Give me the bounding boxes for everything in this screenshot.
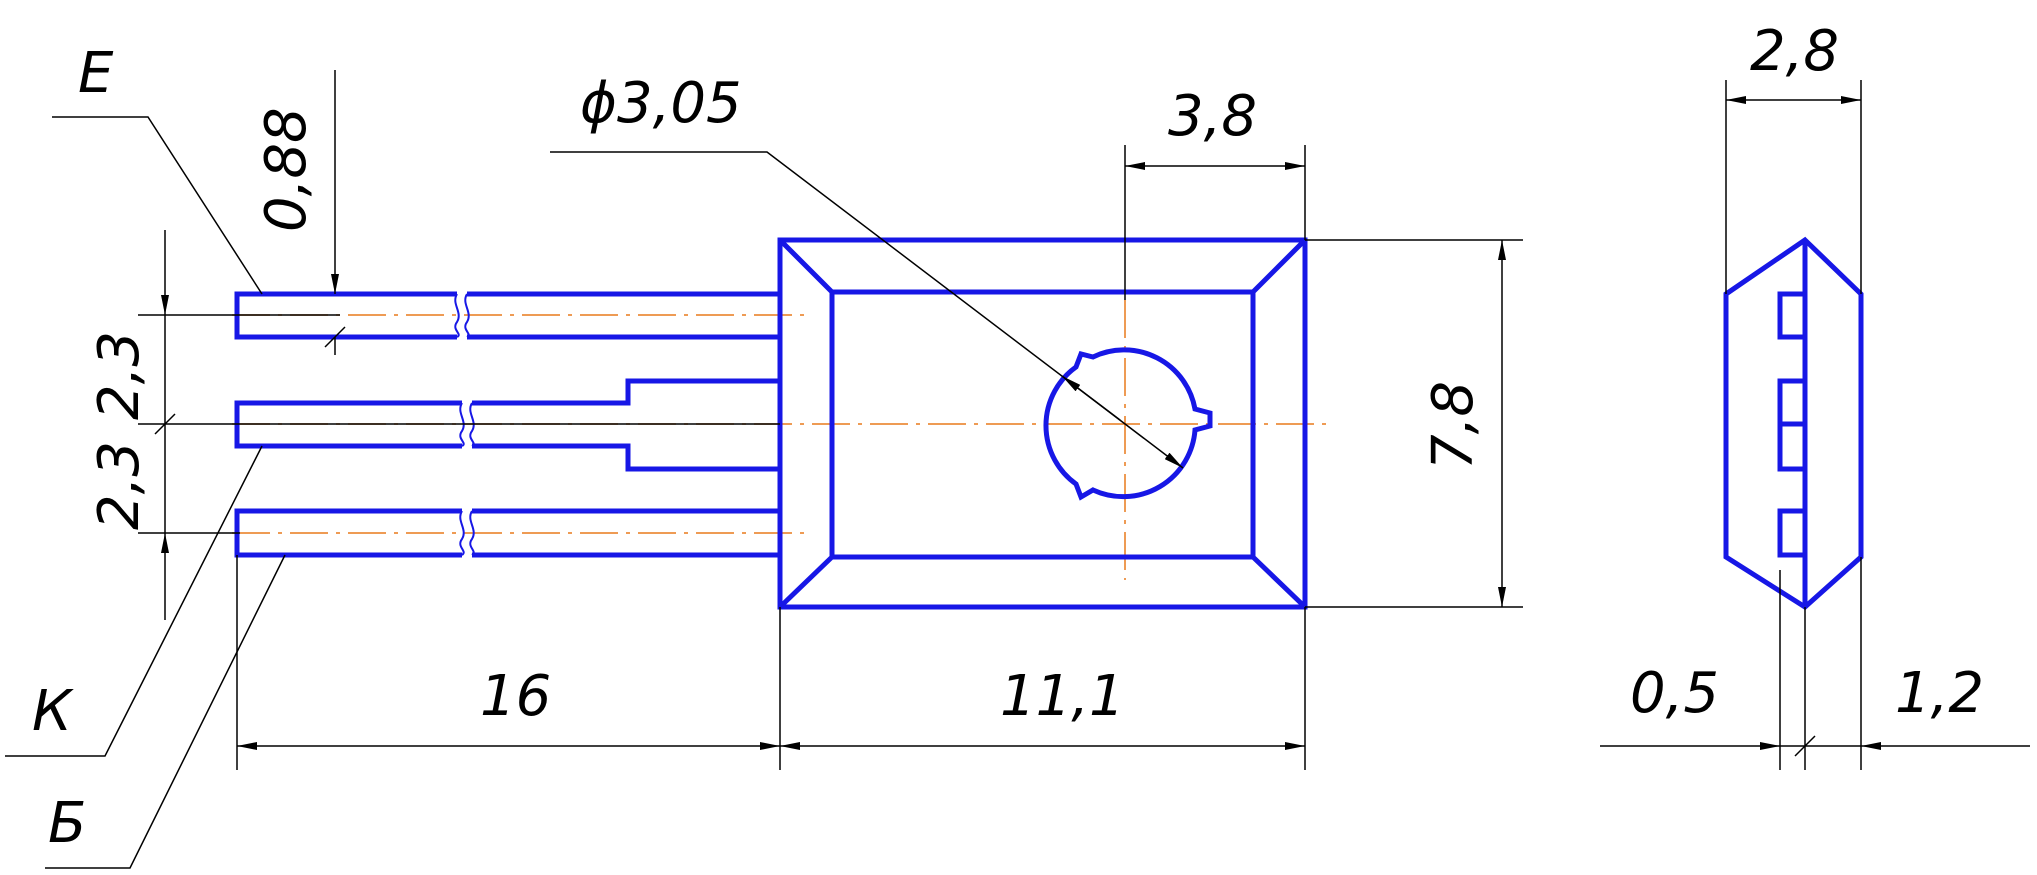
dim-hole-diameter: ϕ3,05: [580, 71, 742, 136]
pin-label-emitter: Е: [78, 41, 114, 106]
pin-label-collector: К: [32, 679, 74, 744]
side-pin-stub: [1777, 508, 1805, 558]
dim-flange-left: 0,5: [1630, 661, 1719, 726]
dimension-lines: [5, 70, 2030, 869]
lead-collector: [234, 378, 780, 472]
side-pin-stub: [1777, 291, 1805, 340]
side-view-profile: [1723, 236, 1864, 611]
dim-hole-offset: 3,8: [1168, 84, 1257, 149]
dim-body-length: 11,1: [1000, 664, 1125, 729]
pin-label-base: Б: [48, 791, 86, 856]
labels: Е К Б 0,88 2,3 2,3 ϕ3,05 3,8 7,8 16 11,1…: [32, 19, 1984, 856]
dim-flange-right: 1,2: [1895, 661, 1984, 726]
package-inner-face: [829, 289, 1256, 560]
dim-body-width: 7,8: [1421, 381, 1486, 470]
dim-lead-width: 0,88: [254, 107, 319, 232]
mounting-hole: [1043, 347, 1213, 501]
dim-lead-length: 16: [480, 664, 551, 729]
dim-thickness: 2,8: [1750, 19, 1839, 84]
dim-pitch-lower: 2,3: [87, 441, 152, 530]
dim-pitch-upper: 2,3: [87, 331, 152, 420]
